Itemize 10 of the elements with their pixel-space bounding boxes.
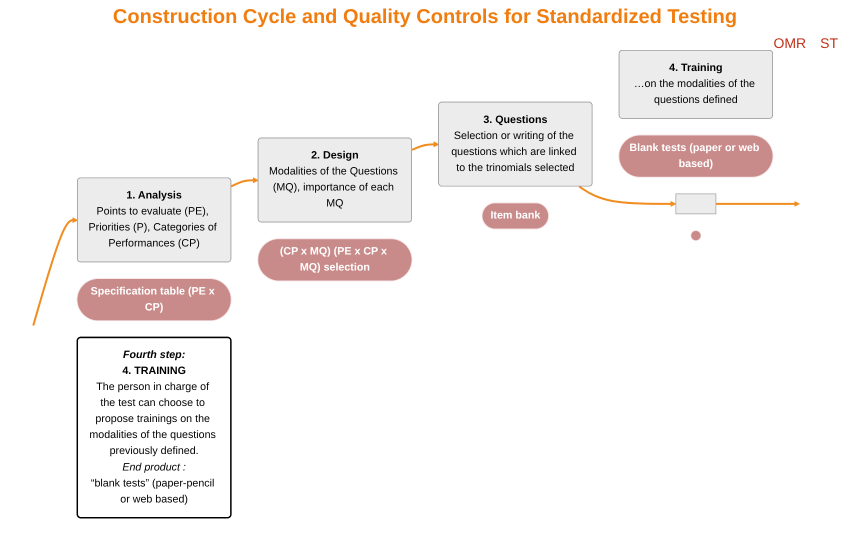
node-box (676, 193, 716, 214)
note-label: ST (820, 35, 838, 51)
arrow (578, 185, 676, 206)
arrow (32, 216, 78, 326)
note-label: OMR (773, 35, 806, 51)
node-circle (690, 230, 702, 240)
diagram-title: Construction Cycle and Quality Controls for Standardized Testing (112, 6, 738, 29)
arrow (716, 200, 800, 206)
arrow (230, 176, 259, 187)
arrow (412, 140, 440, 150)
